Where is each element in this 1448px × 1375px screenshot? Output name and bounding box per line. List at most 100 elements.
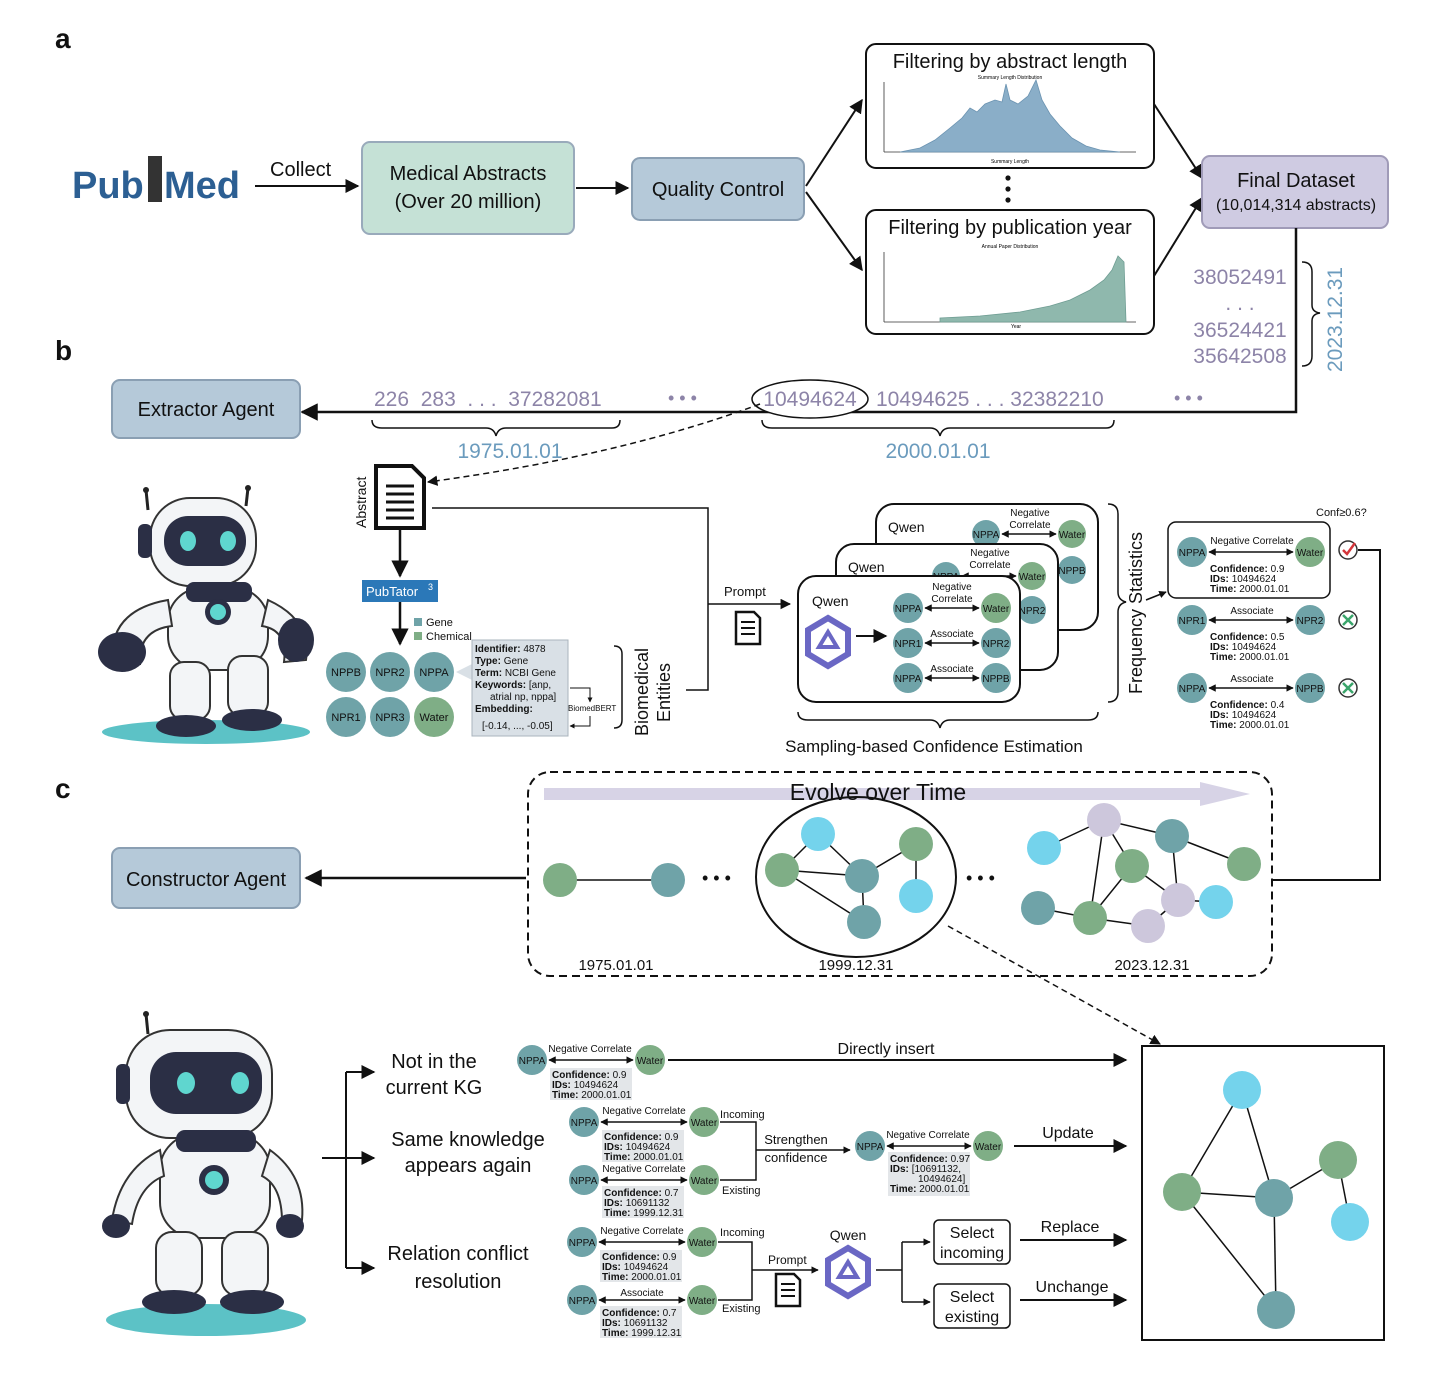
abstracts-box <box>361 141 575 235</box>
reject-icon <box>1338 678 1358 698</box>
case1-line1: Not in the <box>391 1051 477 1073</box>
svg-text:Term: NCBI Gene: Term: NCBI Gene <box>475 668 556 679</box>
svg-text:Confidence: 0.5: Confidence: 0.5 <box>1210 632 1285 643</box>
prompt-document-icon <box>734 610 762 646</box>
svg-text:NPPA: NPPA <box>973 530 1000 541</box>
svg-text:Identifier: 4878: Identifier: 4878 <box>475 644 546 655</box>
abstract-document-icon <box>374 464 426 530</box>
extractor-agent-label: Extractor Agent <box>138 399 275 421</box>
svg-text:Negative Correlate: Negative Correlate <box>886 1130 970 1141</box>
vertical-dots <box>1005 175 1011 203</box>
select-existing-box <box>933 1283 1011 1329</box>
ids-group-2000: 10494625 . . . 32382210 <box>876 388 1104 411</box>
knowledge-graph <box>1163 1071 1369 1329</box>
result-row-1: NPPA Water Negative Correlate Confidence… <box>1177 536 1325 595</box>
svg-text:Qwen: Qwen <box>888 519 925 535</box>
ids-group-1975: 226 283 . . . 37282081 <box>374 388 602 411</box>
svg-text:NPPA: NPPA <box>857 1142 884 1153</box>
extractor-agent-box <box>111 379 301 439</box>
case3-line2: resolution <box>415 1271 502 1293</box>
svg-text:Water: Water <box>1019 572 1046 583</box>
final-dataset-box <box>1201 155 1389 229</box>
svg-text:NPPB: NPPB <box>1296 684 1324 695</box>
svg-text:Time: 1999.12.31: Time: 1999.12.31 <box>602 1328 682 1339</box>
case1-relation: NPPA Water Negative Correlate Confidence… <box>517 1044 665 1101</box>
logo-book-icon <box>148 156 162 202</box>
svg-text:Confidence: 0.9: Confidence: 0.9 <box>602 1252 677 1263</box>
svg-text:Negative: Negative <box>932 582 972 593</box>
extractor-robot-illustration <box>98 485 314 744</box>
svg-text:Associate: Associate <box>930 629 974 640</box>
brace-1975 <box>371 419 621 437</box>
date-2000: 2000.01.01 <box>885 440 990 463</box>
prompt-label-c: Prompt <box>768 1253 807 1267</box>
entity-node: NPR3 <box>375 712 404 724</box>
svg-text:Correlate: Correlate <box>969 560 1011 571</box>
result-row-3: NPPA NPPB Associate Confidence: 0.4 IDs:… <box>1177 673 1325 731</box>
svg-text:IDs: 10691132: IDs: 10691132 <box>602 1318 668 1329</box>
svg-text:NPPA: NPPA <box>1179 548 1206 559</box>
select-incoming-box <box>933 1219 1011 1265</box>
svg-text:NPPA: NPPA <box>571 1118 598 1129</box>
svg-text:NPR2: NPR2 <box>1019 606 1046 617</box>
update-label: Update <box>1042 1125 1094 1142</box>
svg-text:Select: Select <box>950 1289 995 1306</box>
svg-text:atrial np, nppa]: atrial np, nppa] <box>490 692 556 703</box>
entity-node: NPR1 <box>331 712 360 724</box>
entity-node: NPR2 <box>375 667 404 679</box>
graph-1999-ellipse <box>755 796 957 958</box>
ids-bot: 35642508 <box>1193 345 1286 368</box>
case3-existing: NPPA Water Associate Confidence: 0.7 IDs… <box>567 1285 717 1339</box>
ids-brace <box>1301 261 1321 367</box>
svg-text:NPR1: NPR1 <box>1179 616 1206 627</box>
year-chart-title: Annual Paper Distribution <box>982 244 1039 250</box>
ids-dots: . . . <box>1225 292 1254 315</box>
quality-control-box <box>631 157 805 221</box>
svg-text:Associate: Associate <box>1230 674 1274 685</box>
qwen-label-c: Qwen <box>830 1227 867 1243</box>
svg-text:Water: Water <box>691 1176 718 1187</box>
conf-threshold-label: Conf≥0.6? <box>1316 507 1367 519</box>
svg-text:NPPA: NPPA <box>519 1056 546 1067</box>
case2-line2: appears again <box>405 1155 532 1177</box>
result-box-accepted <box>1167 521 1331 599</box>
svg-text:Time: 2000.01.01: Time: 2000.01.01 <box>552 1090 632 1101</box>
result-row-2: NPR1 NPR2 Associate Confidence: 0.5 IDs:… <box>1177 605 1325 663</box>
constructor-robot-illustration <box>102 1011 306 1336</box>
svg-text:NPR2: NPR2 <box>1297 616 1324 627</box>
svg-text:Confidence: 0.7: Confidence: 0.7 <box>604 1188 679 1199</box>
case2-incoming: NPPA Water Negative Correlate Confidence… <box>569 1106 719 1163</box>
dots-c2: • • • <box>966 868 995 888</box>
panel-label-a: a <box>55 23 71 54</box>
logo-right: Med <box>164 165 240 207</box>
svg-text:Time: 2000.01.01: Time: 2000.01.01 <box>604 1152 684 1163</box>
svg-text:[-0.14, ..., -0.05]: [-0.14, ..., -0.05] <box>482 721 553 732</box>
svg-text:NPPB: NPPB <box>982 674 1010 685</box>
svg-text:Water: Water <box>689 1296 716 1307</box>
svg-text:Time: 2000.01.01: Time: 2000.01.01 <box>1210 652 1290 663</box>
unchange-label: Unchange <box>1036 1279 1109 1296</box>
case1-line2: current KG <box>386 1077 483 1099</box>
svg-text:Qwen: Qwen <box>848 559 885 575</box>
ids-mid: 36524421 <box>1193 319 1286 342</box>
pubmed-logo: Pub Med <box>72 156 240 207</box>
svg-text:Confidence: 0.7: Confidence: 0.7 <box>602 1308 677 1319</box>
svg-text:NPPA: NPPA <box>569 1238 596 1249</box>
length-histogram <box>883 78 1136 153</box>
evolve-label: Evolve over Time <box>790 779 966 805</box>
constructor-agent-label: Constructor Agent <box>126 869 287 891</box>
brace-2000 <box>761 419 1115 437</box>
svg-text:NPPA: NPPA <box>571 1176 598 1187</box>
svg-text:IDs: 10494624: IDs: 10494624 <box>1210 642 1277 653</box>
svg-text:Water: Water <box>1059 530 1086 541</box>
existing-label: Existing <box>722 1185 761 1197</box>
year-chart-xlabel: Year <box>1011 324 1021 330</box>
svg-text:NPR2: NPR2 <box>983 639 1010 650</box>
svg-text:NPPA: NPPA <box>895 674 922 685</box>
qwen-label-b: Qwen <box>812 593 849 609</box>
svg-text:Associate: Associate <box>1230 606 1274 617</box>
abstract-label: Abstract <box>353 477 369 528</box>
svg-text:IDs: 10494624: IDs: 10494624 <box>552 1080 619 1091</box>
